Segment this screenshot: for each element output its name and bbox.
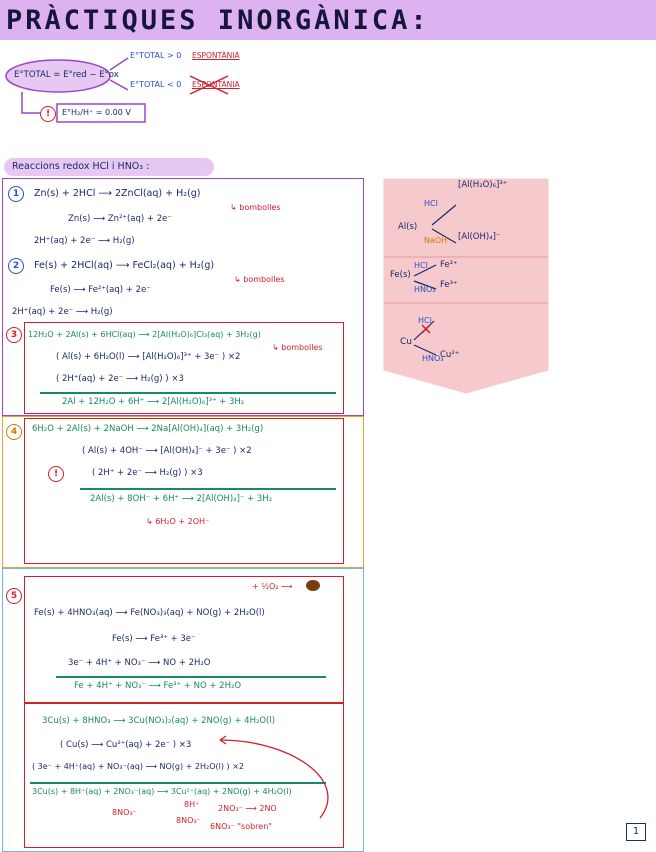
sec5-leftover-note: 6NO₃⁻ "sobren" xyxy=(210,822,272,831)
panel-cu: Cu xyxy=(400,337,412,347)
section-box-hcl xyxy=(2,178,364,416)
sec3-box xyxy=(24,322,344,414)
sec2-oxidation: Fe(s) ⟶ Fe²⁺(aq) + 2e⁻ xyxy=(50,285,151,295)
sec4-warning-icon: ! xyxy=(48,466,64,482)
section-number-3: 3 xyxy=(6,327,22,343)
sec5-cu-reduction: ( 3e⁻ + 4H⁺(aq) + NO₃⁻(aq) ⟶ NO(g) + 2H₂… xyxy=(32,762,244,771)
sec5-proton-note: 8H⁺ xyxy=(184,800,200,809)
sec5-cu-sum-line xyxy=(30,782,326,784)
sec4-sum-line xyxy=(80,488,336,490)
sec4-oxidation: ( Al(s) + 4OH⁻ ⟶ [Al(OH)₄]⁻ + 3e⁻ ) ×2 xyxy=(82,446,252,456)
sec5-cu-sum: 3Cu(s) + 8H⁺(aq) + 2NO₃⁻(aq) ⟶ 3Cu²⁺(aq)… xyxy=(32,787,292,796)
panel-cu-hcl: HCl xyxy=(418,316,432,325)
title-bar xyxy=(0,0,656,40)
sec5-nitrate-note-2: 8NO₃⁻ xyxy=(176,816,201,825)
spontaneous-label: ESPONTÀNIA xyxy=(192,51,240,60)
sec3-sum-line xyxy=(40,392,336,394)
etotal-positive: E°TOTAL > 0 xyxy=(130,51,182,60)
sec5-sum: Fe + 4H⁺ + NO₃⁻ ⟶ Fe³⁺ + NO + 2H₂O xyxy=(74,681,242,691)
sec5-cu-equation: 3Cu(s) + 8HNO₃ ⟶ 3Cu(NO₃)₂(aq) + 2NO(g) … xyxy=(42,716,276,726)
section-number-1: 1 xyxy=(8,186,24,202)
cloud-diagram xyxy=(5,57,229,123)
brown-gas-icon xyxy=(306,580,320,591)
page-number: 1 xyxy=(626,823,646,841)
panel-fe-bottom: Fe³⁺ xyxy=(440,280,458,290)
sec1-reduction: 2H⁺(aq) + 2e⁻ ⟶ H₂(g) xyxy=(34,236,135,246)
sec5-oxidation: Fe(s) ⟶ Fe³⁺ + 3e⁻ xyxy=(112,634,196,644)
sec5-oxygen-note: + ½O₂ ⟶ xyxy=(252,582,293,591)
sec4-reduction: ( 2H⁺ + 2e⁻ ⟶ H₂(g) ) ×3 xyxy=(92,468,203,478)
panel-cu-bottom: Cu²⁺ xyxy=(440,350,460,360)
sec5-curve-arrow xyxy=(219,735,329,819)
section-number-5: 5 xyxy=(6,588,22,604)
panel-fe-hcl: HCl xyxy=(414,261,428,270)
sec3-equation: 12H₂O + 2Al(s) + 6HCl(aq) ⟶ 2[Al(H₂O)₆]C… xyxy=(28,330,261,339)
subtitle: Reaccions redox HCl i HNO₃ : xyxy=(12,161,150,172)
sec3-oxidation: ( Al(s) + 6H₂O(l) ⟶ [Al(H₂O)₆]³⁺ + 3e⁻ )… xyxy=(56,352,241,362)
panel-fe-hno3: HNO₃ xyxy=(414,285,436,294)
section-number-2: 2 xyxy=(8,258,24,274)
cloud-formula: E°TOTAL = E°red − E°ox xyxy=(14,70,119,80)
sec4-sum: 2Al(s) + 8OH⁻ + 6H⁺ ⟶ 2[Al(OH)₄]⁻ + 3H₂ xyxy=(90,494,273,504)
panel-fe: Fe(s) xyxy=(390,270,411,280)
section-number-4: 4 xyxy=(6,424,22,440)
sec5-sum-line xyxy=(56,676,326,678)
sec4-equation: 6H₂O + 2Al(s) + 2NaOH ⟶ 2Na[Al(OH)₄](aq)… xyxy=(32,424,264,434)
panel-al-bottom: [Al(OH)₄]⁻ xyxy=(458,232,501,242)
panel-al-top: [Al(H₂O)₆]³⁺ xyxy=(458,180,508,190)
non-spontaneous-label: ESPONTÀNIA xyxy=(192,80,240,89)
page-title: PRÀCTIQUES INORGÀNICA: xyxy=(6,5,430,36)
sec5-cu-oxidation: ( Cu(s) ⟶ Cu²⁺(aq) + 2e⁻ ) ×3 xyxy=(60,740,192,750)
sec3-note: ↳ bombolles xyxy=(272,343,323,352)
panel-cu-hno3: HNO₃ xyxy=(422,354,444,363)
summary-panel xyxy=(383,178,549,394)
sec3-reduction: ( 2H⁺(aq) + 2e⁻ ⟶ H₂(g) ) ×3 xyxy=(56,374,184,384)
sec4-box xyxy=(24,418,344,564)
warning-icon: ! xyxy=(40,106,56,122)
sec2-equation: Fe(s) + 2HCl(aq) ⟶ FeCl₂(aq) + H₂(g) xyxy=(34,260,215,271)
section-box-naoh xyxy=(2,416,364,568)
sec1-equation: Zn(s) + 2HCl ⟶ 2ZnCl(aq) + H₂(g) xyxy=(34,188,201,199)
sec5-nitrate-note-1: 8NO₃⁻ xyxy=(112,808,137,817)
reference-potential: E°H₂/H⁺ = 0.00 V xyxy=(62,108,131,117)
panel-al-hcl: HCl xyxy=(424,199,438,208)
sec5-reduction: 3e⁻ + 4H⁺ + NO₃⁻ ⟶ NO + 2H₂O xyxy=(68,658,211,668)
sec5-equation: Fe(s) + 4HNO₃(aq) ⟶ Fe(NO₃)₃(aq) + NO(g)… xyxy=(34,608,265,618)
sec4-note: ↳ 6H₂O + 2OH⁻ xyxy=(146,517,210,526)
sec2-reduction: 2H⁺(aq) + 2e⁻ ⟶ H₂(g) xyxy=(12,307,113,317)
subtitle-pill xyxy=(4,158,214,176)
sec2-note: ↳ bombolles xyxy=(234,275,285,284)
sec1-note: ↳ bombolles xyxy=(230,203,281,212)
sec1-oxidation: Zn(s) ⟶ Zn²⁺(aq) + 2e⁻ xyxy=(68,214,172,224)
sec3-sum: 2Al + 12H₂O + 6H⁺ ⟶ 2[Al(H₂O)₆]³⁺ + 3H₂ xyxy=(62,397,245,407)
panel-al: Al(s) xyxy=(398,222,418,232)
sec5-no-note: 2NO₃⁻ ⟶ 2NO xyxy=(218,804,277,813)
panel-fe-top: Fe²⁺ xyxy=(440,260,458,270)
etotal-negative: E°TOTAL < 0 xyxy=(130,80,182,89)
sec5-box-fe xyxy=(24,576,344,703)
panel-al-naoh: NaOH xyxy=(424,236,448,245)
